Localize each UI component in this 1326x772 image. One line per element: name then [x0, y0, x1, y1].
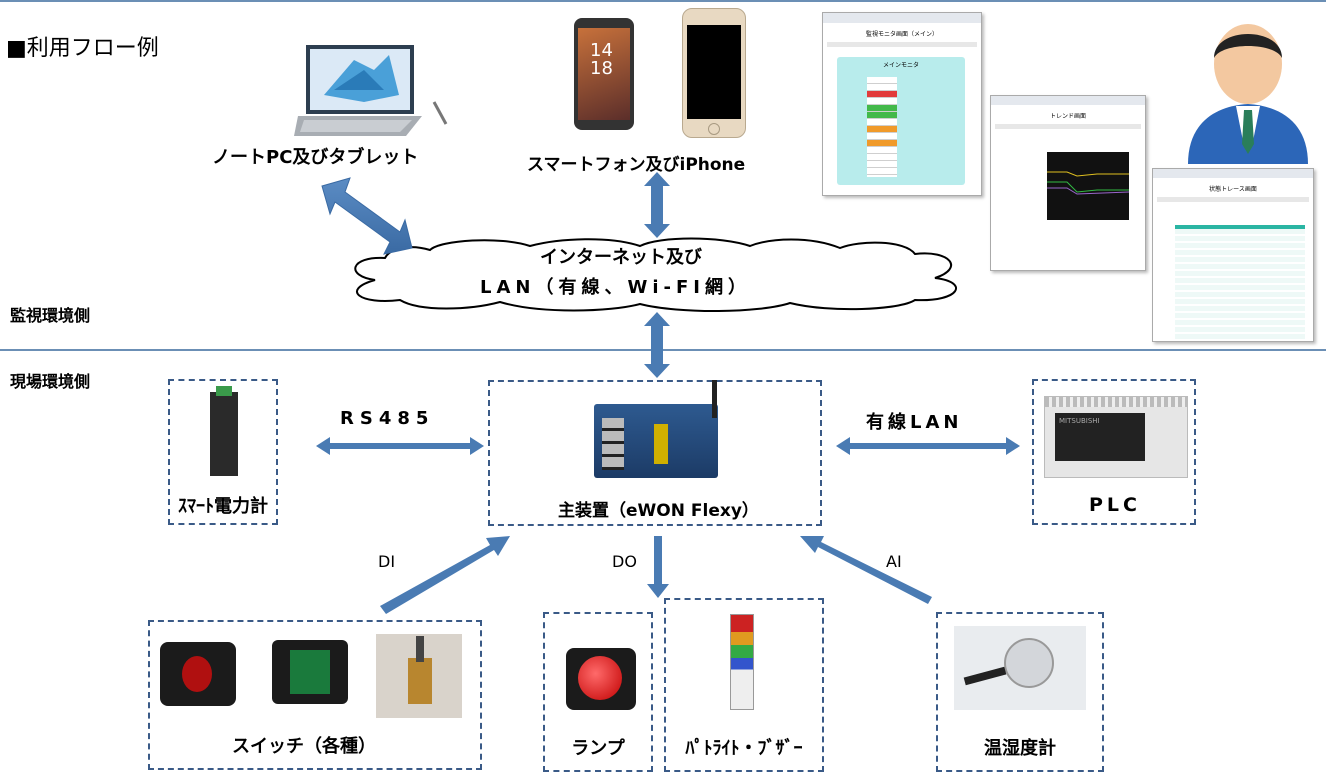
arrow-ai	[800, 536, 932, 604]
arrow-rs485	[316, 437, 484, 455]
field-zone-label: 現場環境側	[10, 372, 91, 391]
phone-time-hour: 14	[590, 40, 613, 61]
ai-label: AI	[886, 552, 902, 571]
main-unit-image	[594, 380, 718, 478]
thermo-image	[954, 626, 1086, 710]
trace-screen: 状態トレース画面	[1152, 168, 1314, 342]
trend-screen-title: トレンド画面	[1049, 113, 1086, 120]
main-unit-box	[488, 380, 822, 526]
monitor-zone-label: 監視環境側	[10, 306, 91, 325]
main-unit-label: 主装置（eWON Flexy）	[558, 501, 759, 521]
android-phone-image: 14 18	[574, 18, 634, 130]
arrow-di	[380, 536, 510, 614]
thermo-label: 温湿度計	[984, 738, 1056, 759]
arrow-cloud-main	[644, 312, 670, 378]
rs485-label: RS485	[340, 408, 435, 429]
main-screen-title: 監視モニタ画面（メイン）	[865, 31, 938, 38]
arrow-laptop-cloud	[321, 177, 413, 255]
smartphone-label: スマートフォン及びiPhone	[527, 155, 746, 175]
rotary-switch-image	[160, 642, 236, 706]
plc-brand-text: MITSUBISHI	[1059, 417, 1100, 425]
trend-screen: トレンド画面	[990, 95, 1146, 271]
page-title: ■利用フロー例	[6, 36, 159, 61]
iphone-image	[682, 8, 746, 138]
trace-screen-title: 状態トレース画面	[1209, 186, 1257, 193]
di-label: DI	[378, 552, 396, 571]
cloud-line1: インターネット及び	[540, 247, 702, 268]
top-divider	[0, 0, 1326, 2]
patlite-image	[730, 614, 754, 710]
main-screen-panel: メインモニタ	[882, 62, 919, 69]
plc-label: PLC	[1089, 494, 1141, 516]
switch-label: スイッチ（各種）	[232, 736, 376, 757]
green-switch-image	[272, 640, 348, 704]
laptop-tablet-image	[294, 45, 448, 136]
power-meter-image	[210, 386, 238, 476]
laptop-label: ノートPC及びタブレット	[212, 147, 419, 168]
do-label: DO	[612, 552, 637, 571]
user-avatar	[1188, 24, 1308, 164]
power-meter-box	[168, 379, 278, 525]
cloud-line2: LAN（有線、Wi-FI網）	[480, 277, 751, 298]
phone-time-minute: 18	[590, 58, 613, 79]
lamp-image	[566, 648, 636, 710]
main-monitor-screen: 監視モニタ画面（メイン） メインモニタ	[822, 12, 982, 196]
lamp-label: ランプ	[571, 738, 625, 759]
arrow-do	[647, 536, 669, 598]
power-meter-label: ｽﾏｰﾄ電力計	[178, 496, 268, 517]
toggle-switch-image	[376, 634, 462, 718]
patlite-label: ﾊﾟﾄﾗｲﾄ・ﾌﾞｻﾞｰ	[685, 738, 803, 759]
lan-label: 有線LAN	[866, 412, 963, 433]
plc-box	[1032, 379, 1196, 525]
network-cloud	[354, 237, 957, 313]
plc-image: MITSUBISHI	[1044, 396, 1188, 478]
arrow-phone-cloud	[644, 172, 670, 238]
arrow-lan	[836, 437, 1020, 455]
